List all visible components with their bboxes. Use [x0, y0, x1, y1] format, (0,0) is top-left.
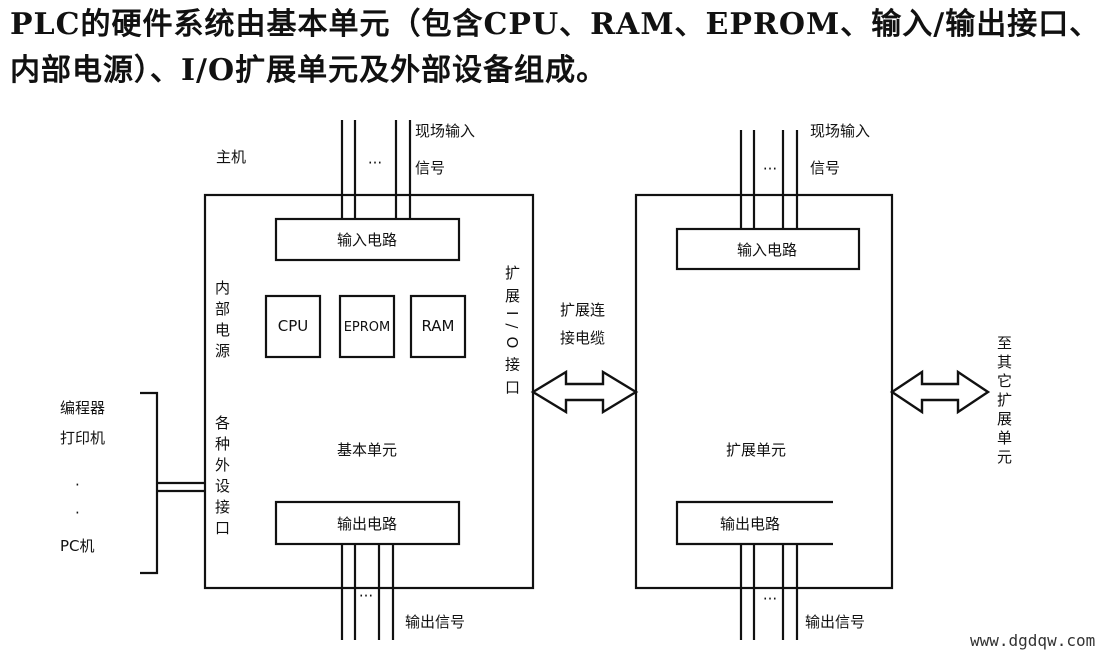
peripheral-interface-label: 各种外设接口 [213, 415, 231, 541]
host-label: 主机 [216, 148, 246, 166]
basic-unit-label: 基本单元 [337, 441, 397, 459]
expansion-cable-label-2: 接电缆 [560, 329, 605, 347]
field-input-label-exp-2: 信号 [810, 159, 840, 177]
input-circuit-box [274, 217, 461, 262]
field-input-label-basic-2: 信号 [415, 159, 445, 177]
intro-text: PLC的硬件系统由基本单元（包含CPU、RAM、EPROM、输入/输出接口、内部… [10, 7, 1101, 88]
device-dot-1: · [75, 476, 80, 494]
eprom-box [338, 294, 396, 359]
exp-input-dots: ··· [763, 160, 777, 178]
cpu-box [264, 294, 322, 359]
device-programmer: 编程器 [60, 399, 105, 417]
device-pc: PC机 [60, 537, 95, 555]
field-input-label-basic: 现场输入 [415, 122, 475, 140]
input-circuit-label: 输入电路 [337, 231, 397, 249]
output-signal-basic: 输出信号 [405, 613, 465, 631]
cpu-label: CPU [278, 317, 309, 335]
field-input-label-exp: 现场输入 [810, 122, 870, 140]
expansion-arrow [530, 369, 639, 415]
basic-output-dots: ··· [359, 587, 373, 605]
output-circuit-label: 输出电路 [337, 515, 397, 533]
ram-box [409, 294, 467, 359]
ram-label: RAM [421, 317, 454, 335]
exp-input-circuit-label: 输入电路 [737, 241, 797, 259]
device-bracket [140, 391, 159, 575]
device-dot-2: · [75, 504, 80, 522]
expansion-cable-label: 扩展连 [560, 301, 605, 319]
basic-input-dots: ··· [368, 154, 382, 172]
output-circuit-box [274, 500, 461, 546]
device-printer: 打印机 [60, 429, 105, 447]
output-signal-exp: 输出信号 [805, 613, 865, 631]
eprom-label: EPROM [344, 320, 391, 335]
watermark: www.dgdqw.com [970, 631, 1095, 650]
exp-output-circuit-label: 输出电路 [720, 515, 780, 533]
expansion-io-label: 扩展I/O接口 [503, 265, 521, 402]
other-expansion-arrow [889, 369, 991, 415]
exp-output-dots: ··· [763, 590, 777, 608]
internal-power-label: 内部电源 [213, 280, 231, 364]
to-other-label: 至其它扩展单元 [995, 335, 1013, 468]
exp-input-circuit-box [675, 227, 861, 271]
expansion-unit-label: 扩展单元 [726, 441, 786, 459]
